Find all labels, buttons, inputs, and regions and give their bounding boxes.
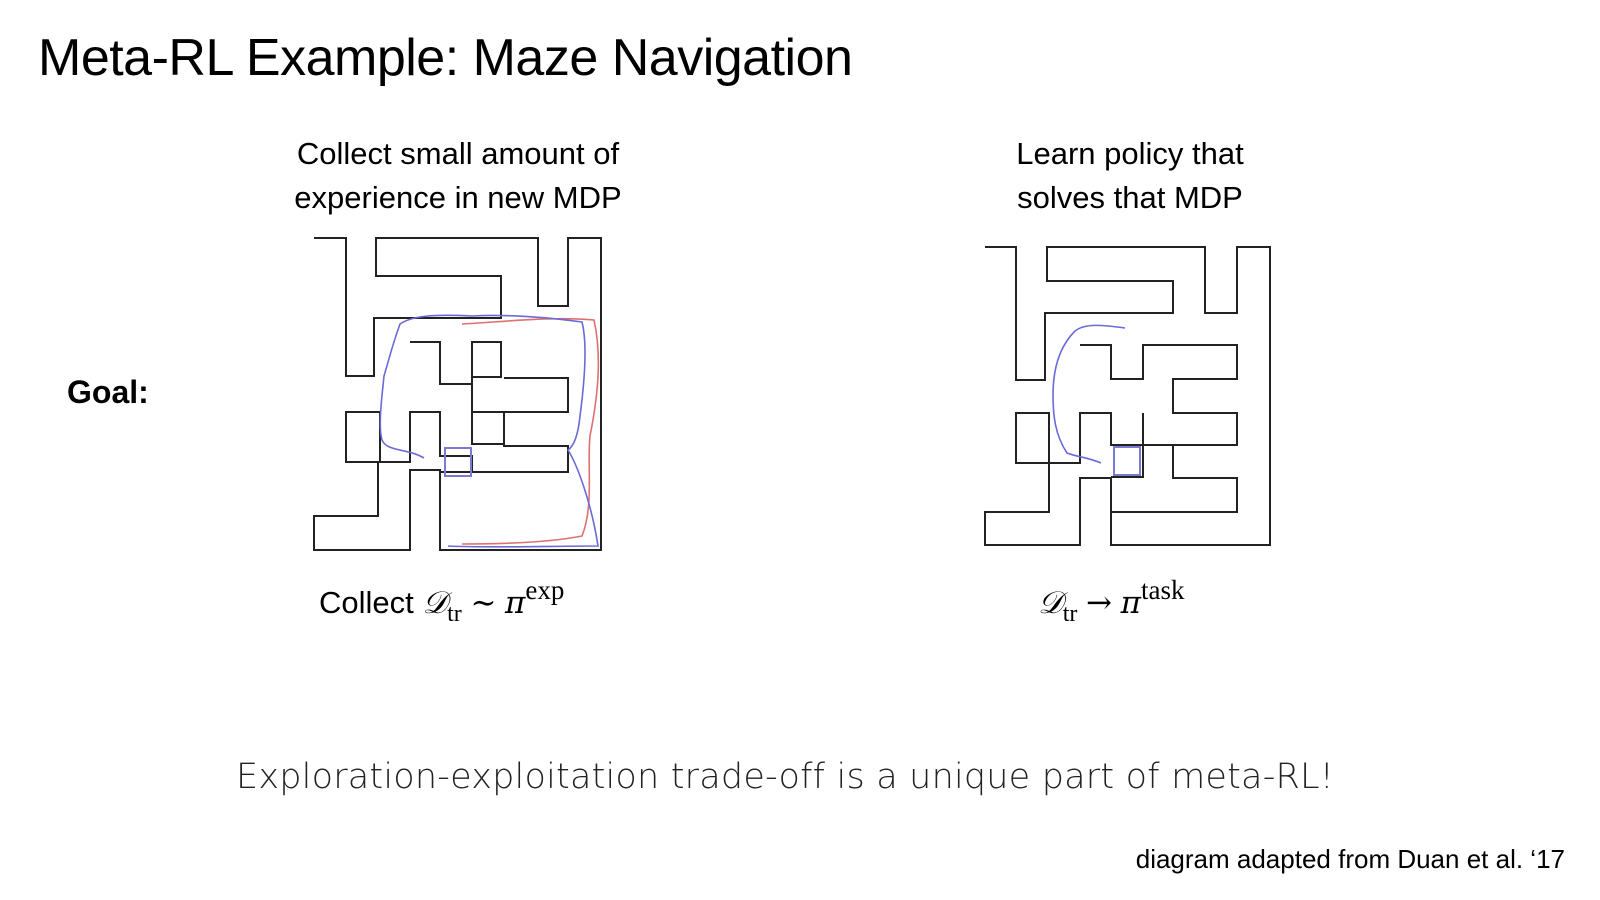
key-takeaway: Exploration-exploitation trade-off is a … — [236, 757, 1334, 797]
right-heading-line-1: Learn policy that — [1016, 136, 1244, 171]
maze-walls — [313, 237, 602, 551]
left-panel-heading: Collect small amount of experience in ne… — [258, 132, 658, 220]
sample-operator: ∼ — [470, 585, 497, 621]
citation: diagram adapted from Duan et al. ‘17 — [1135, 844, 1565, 874]
dataset-symbol: 𝒟 — [422, 585, 448, 621]
formula-prefix: Collect — [319, 585, 414, 620]
right-panel-heading: Learn policy that solves that MDP — [930, 132, 1330, 220]
task-trajectory — [1052, 324, 1126, 464]
right-heading-line-2: solves that MDP — [1017, 180, 1243, 215]
dataset-subscript: tr — [1062, 601, 1078, 627]
policy-superscript: task — [1141, 575, 1185, 605]
task-formula: 𝒟tr → πtask — [1038, 575, 1185, 628]
task-policy-maze-diagram — [984, 246, 1271, 546]
goal-square — [444, 447, 472, 477]
goal-square — [1113, 446, 1141, 476]
policy-symbol: π — [505, 585, 526, 621]
exploration-maze-diagram — [313, 237, 602, 551]
maze-walls — [984, 246, 1271, 546]
slide-title: Meta-RL Example: Maze Navigation — [38, 29, 853, 87]
dataset-symbol: 𝒟 — [1038, 585, 1063, 621]
policy-superscript: exp — [525, 575, 565, 605]
policy-symbol: π — [1120, 585, 1142, 621]
exploration-formula: Collect 𝒟tr ∼ πexp — [319, 575, 564, 628]
goal-label: Goal: — [67, 374, 149, 410]
left-heading-line-1: Collect small amount of — [296, 136, 620, 171]
arrow-operator: → — [1086, 585, 1113, 621]
left-heading-line-2: experience in new MDP — [294, 180, 622, 215]
exploration-trajectories — [379, 314, 600, 548]
dataset-subscript: tr — [447, 601, 462, 627]
